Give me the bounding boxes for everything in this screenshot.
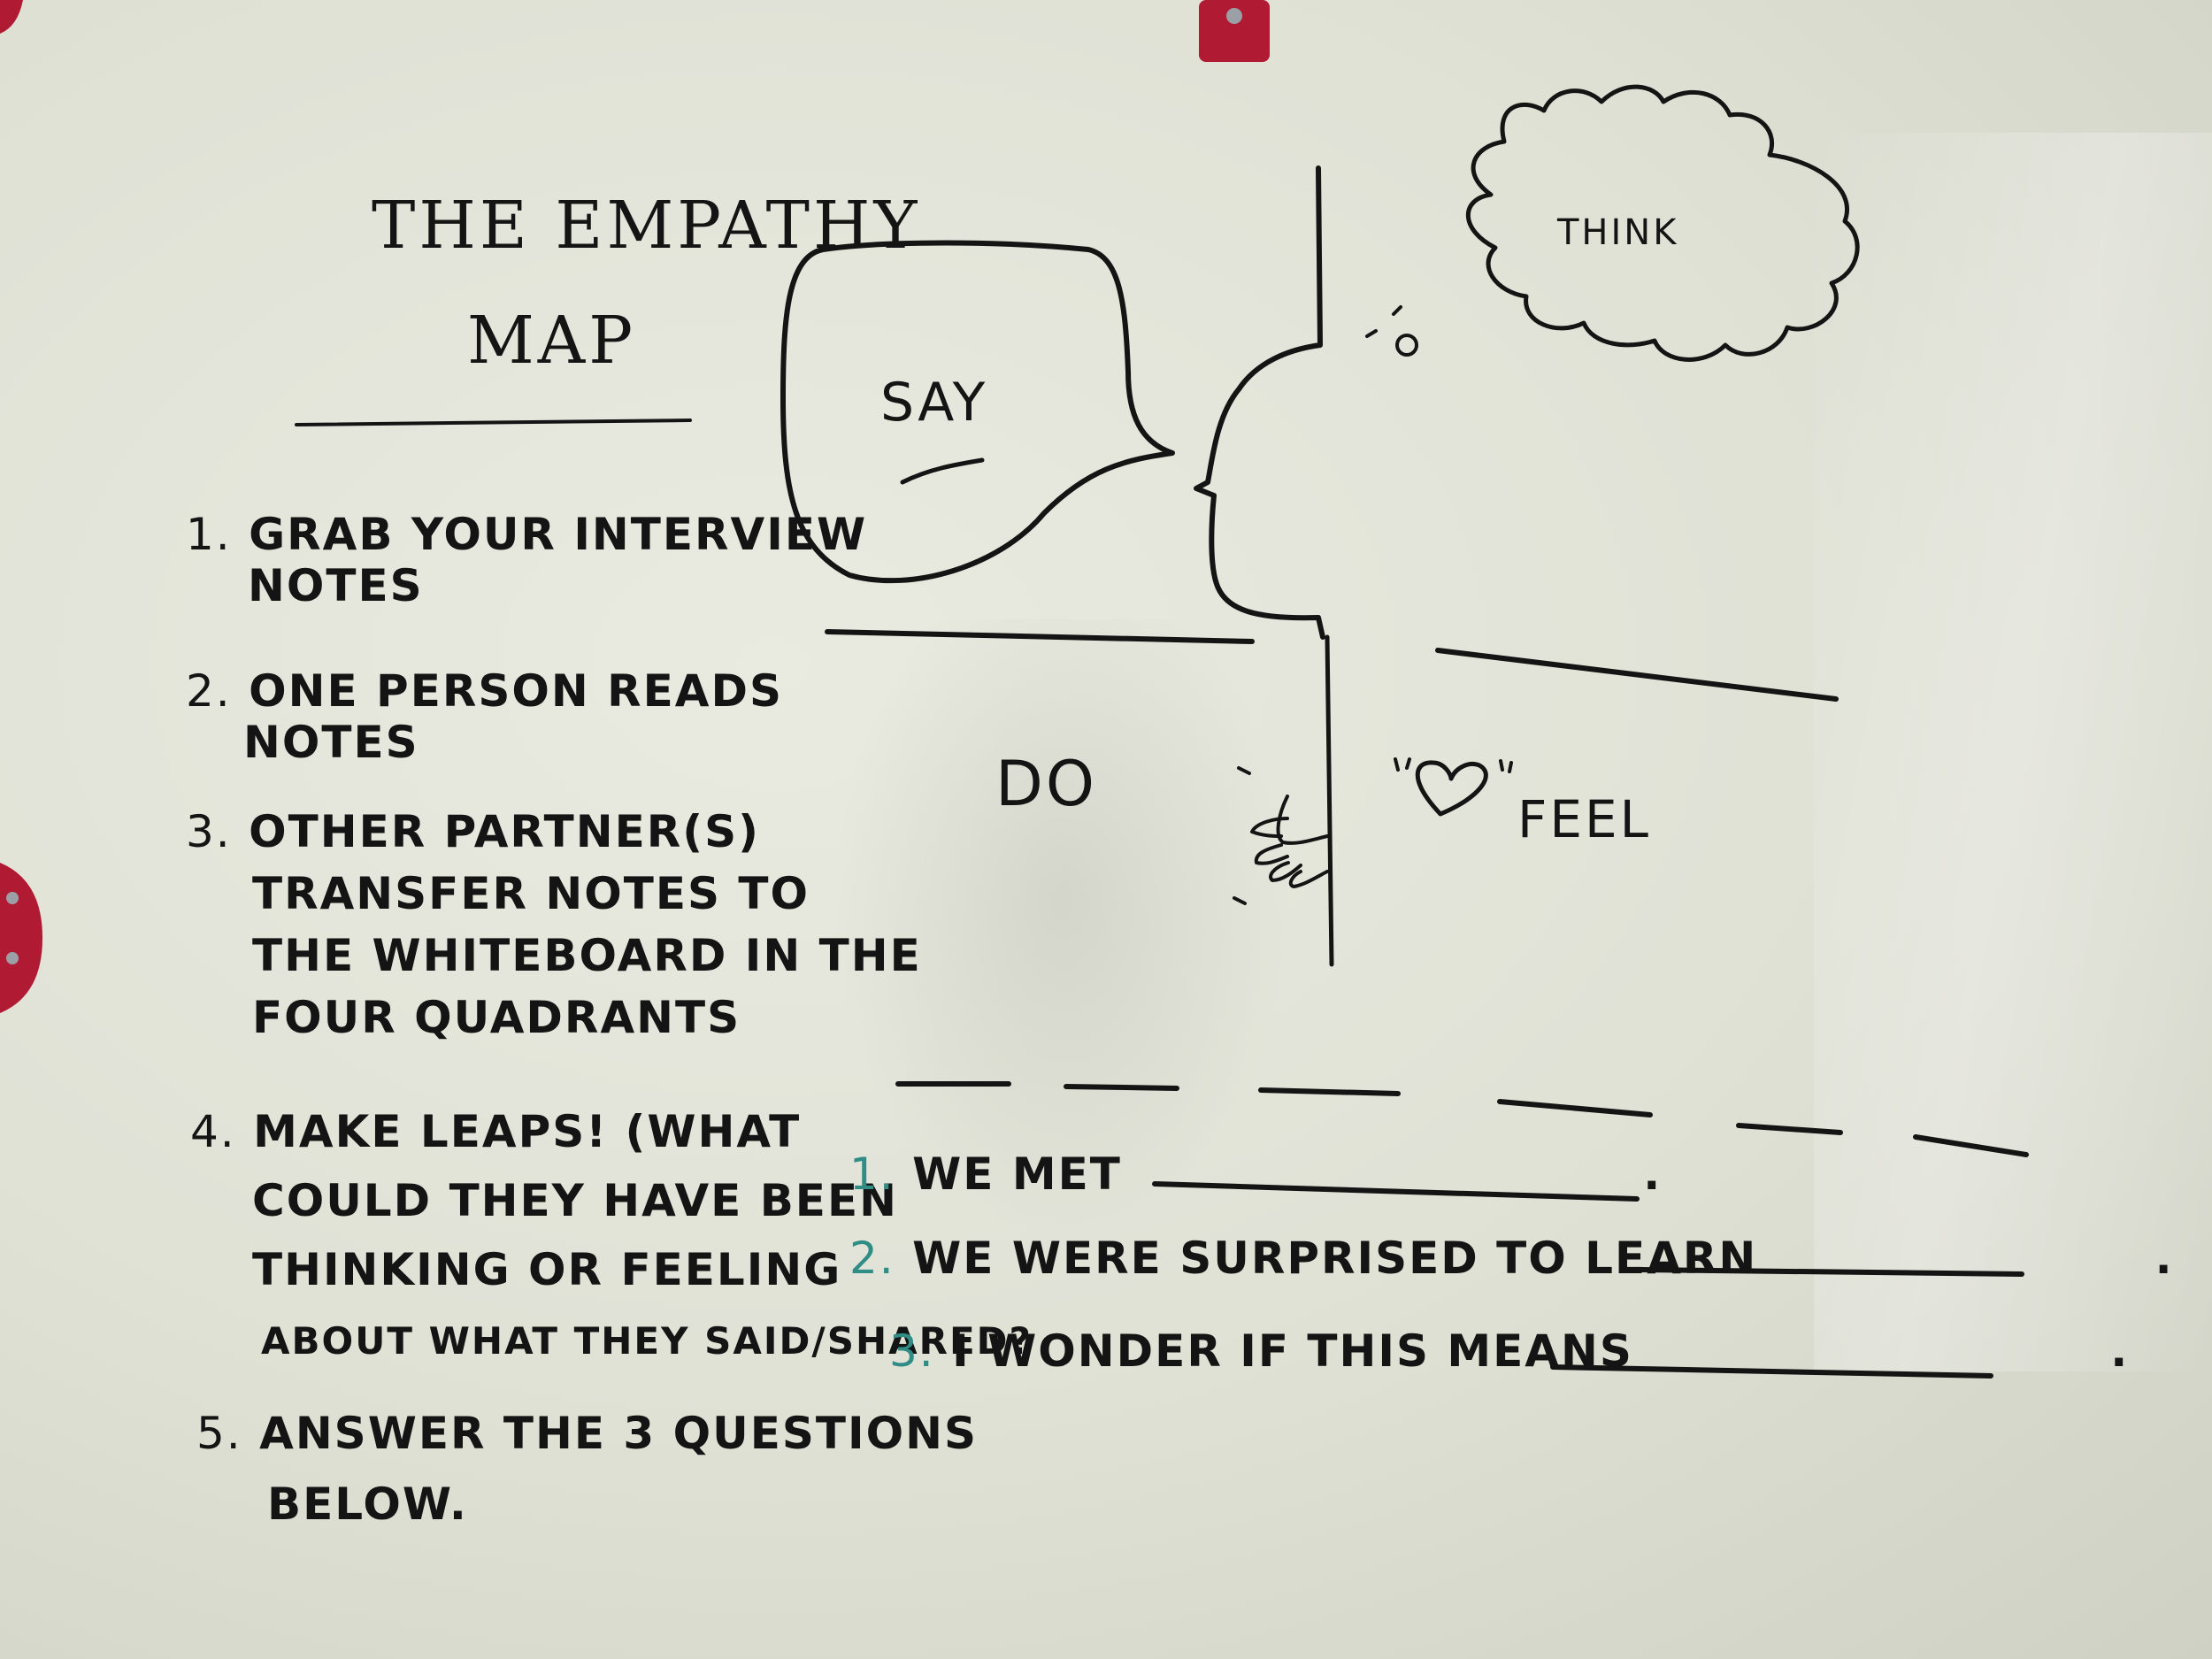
prompt-end: . — [2154, 1233, 2174, 1284]
prompt-1: 1. We Met . — [849, 1148, 1662, 1200]
step-2: 2. One Person Reads Notes — [186, 665, 783, 768]
step-number: 2. — [186, 665, 232, 717]
step-text: Could They Have Been — [252, 1175, 898, 1226]
prompt-text: We Were Surprised To Learn — [912, 1233, 1758, 1284]
step-number: 4. — [190, 1106, 236, 1157]
prompt-number: 2. — [849, 1233, 895, 1284]
think-label: Think — [1557, 212, 1679, 253]
heart-icon — [1415, 760, 1488, 817]
step-text: Other Partner(s) — [249, 806, 760, 857]
prompt-text: I Wonder If This Means — [952, 1325, 1633, 1377]
person-head — [1194, 165, 1325, 640]
step-text: Make Leaps! (What — [253, 1106, 802, 1157]
step-text: Four Quadrants — [252, 992, 741, 1043]
map-title-line2: Map — [467, 303, 637, 379]
prompt-2: 2. We Were Surprised To Learn . — [849, 1233, 2174, 1284]
step-text: Answer The 3 Questions — [259, 1408, 978, 1459]
step-text: One Person Reads — [249, 665, 783, 717]
step-text: The Whiteboard In The — [252, 930, 922, 981]
do-label: Do — [995, 748, 1097, 820]
step-number: 1. — [186, 509, 232, 560]
step-number: 3. — [186, 806, 232, 857]
prompt-end: . — [2110, 1325, 2130, 1377]
step-text: Notes — [243, 717, 419, 768]
step-4: 4. Make Leaps! (What Could They Have Bee… — [190, 1097, 1033, 1376]
say-label: Say — [880, 372, 988, 434]
step-text: Below. — [267, 1479, 468, 1530]
step-5: 5. Answer The 3 Questions Below. — [196, 1398, 978, 1540]
hand-drawing — [1250, 795, 1329, 888]
prompt-text: We Met — [912, 1148, 1122, 1200]
top-magnet — [1199, 0, 1270, 62]
think-cloud — [1465, 84, 1860, 362]
feel-label: Feel — [1517, 789, 1651, 849]
prompt-3: 3. I Wonder If This Means . — [889, 1325, 2129, 1377]
prompt-number: 3. — [889, 1325, 935, 1377]
say-speech-bubble — [780, 240, 1175, 584]
light-glare — [1814, 133, 2212, 1371]
step-text: Transfer Notes To — [252, 868, 810, 919]
prompt-end: . — [1643, 1148, 1663, 1200]
step-number: 5. — [196, 1408, 242, 1459]
prompt-number: 1. — [849, 1148, 895, 1200]
step-3: 3. Other Partner(s) Transfer Notes To Th… — [186, 801, 922, 1048]
step-text: About What They Said/Shared? — [261, 1319, 1033, 1363]
dashed-divider — [895, 1081, 2029, 1157]
left-magnet — [0, 863, 42, 1013]
step-text: Thinking Or Feeling — [252, 1244, 842, 1295]
reflection-shadow — [832, 619, 1292, 1239]
step-text: Notes — [248, 560, 424, 611]
corner-magnet — [0, 0, 23, 34]
step-1: 1. Grab Your Interview Notes — [186, 509, 867, 611]
step-text: Grab Your Interview — [249, 509, 868, 560]
